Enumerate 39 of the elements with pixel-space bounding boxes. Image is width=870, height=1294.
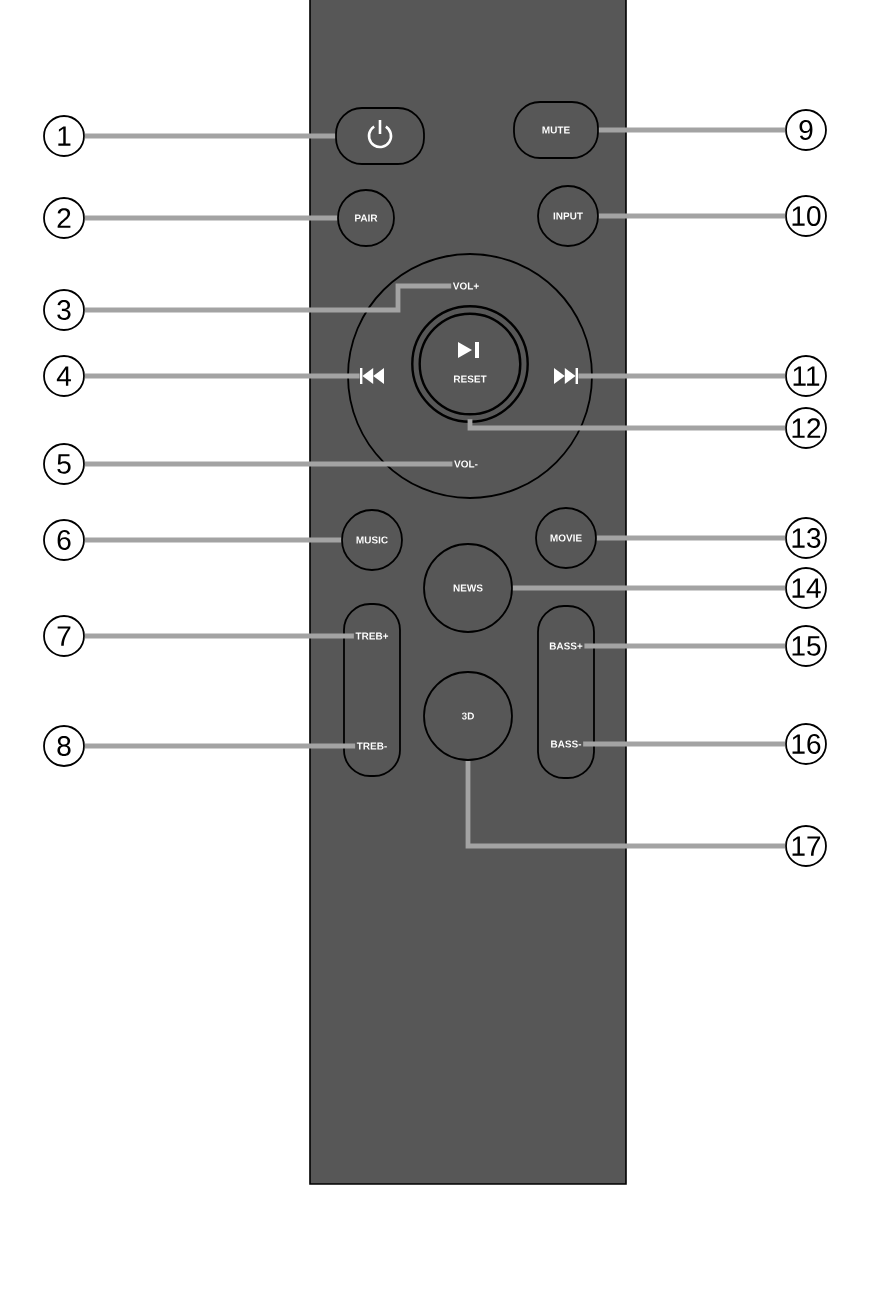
leader-line — [512, 585, 786, 591]
leader-line — [598, 213, 786, 219]
leader-line — [578, 373, 786, 379]
callout-number: 7 — [43, 615, 85, 657]
callout-number: 10 — [785, 195, 827, 237]
callout-number: 1 — [43, 115, 85, 157]
leader-line — [84, 461, 453, 467]
rocker-button — [537, 605, 595, 779]
leader-line — [84, 633, 354, 639]
leader-line — [465, 760, 786, 849]
callout-number: 12 — [785, 407, 827, 449]
leader-line — [84, 215, 338, 221]
leader-line — [583, 741, 786, 747]
callout-number: 14 — [785, 567, 827, 609]
callout-number: 11 — [785, 355, 827, 397]
leader-line — [84, 373, 360, 379]
callout-number: 13 — [785, 517, 827, 559]
power-button — [335, 107, 425, 165]
next-icon — [554, 368, 578, 384]
leader-line — [84, 537, 342, 543]
callout-number: 17 — [785, 825, 827, 867]
leader-line — [584, 643, 786, 649]
callout-number: 6 — [43, 519, 85, 561]
leader-line — [598, 127, 786, 133]
callout-number: 9 — [785, 109, 827, 151]
callout-number: 5 — [43, 443, 85, 485]
callout-number: 3 — [43, 289, 85, 331]
callout-number: 4 — [43, 355, 85, 397]
previous-icon — [360, 368, 384, 384]
rocker-button — [343, 603, 401, 777]
leader-line — [84, 743, 356, 749]
callout-number: 8 — [43, 725, 85, 767]
leader-line — [84, 133, 336, 139]
leader-line — [596, 535, 786, 541]
callout-number: 2 — [43, 197, 85, 239]
callout-number: 16 — [785, 723, 827, 765]
leader-line — [467, 419, 786, 431]
leader-line — [84, 283, 452, 313]
callout-number: 15 — [785, 625, 827, 667]
